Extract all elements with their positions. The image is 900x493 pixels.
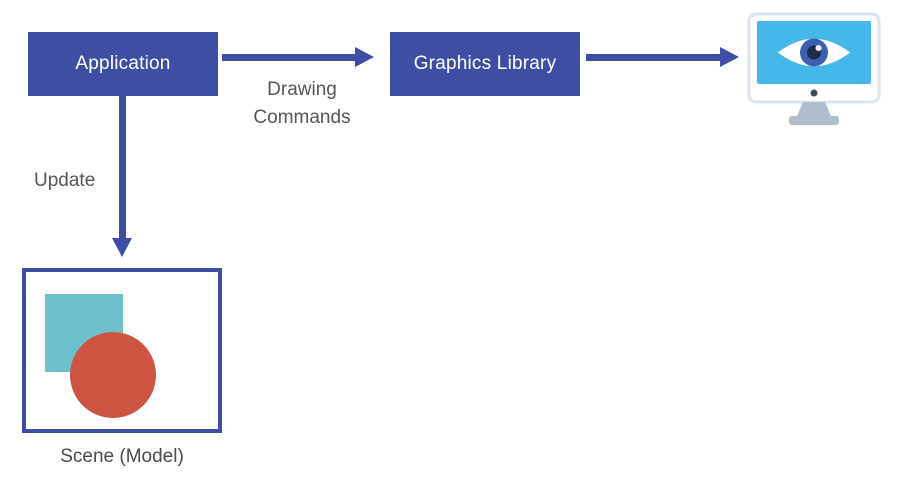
update-label: Update [34, 170, 96, 191]
drawing-commands-label: Drawing Commands [253, 79, 351, 128]
arrow-head-icon [112, 238, 132, 257]
arrow-head-icon [720, 47, 739, 67]
monitor-eye-icon [747, 12, 881, 125]
arrow-head-icon [355, 47, 374, 67]
monitor-stand-neck [797, 102, 831, 116]
eye-highlight-icon [815, 45, 822, 51]
application-node: Application [28, 32, 218, 96]
monitor-power-dot [810, 89, 818, 97]
scene-caption: Scene (Model) [60, 446, 184, 467]
monitor-stand-base [789, 116, 839, 125]
scene-red-circle [70, 332, 156, 418]
graphics-library-node: Graphics Library [390, 32, 580, 96]
arrow-shaft [119, 96, 126, 239]
arrow-shaft [222, 54, 356, 61]
arrow-shaft [586, 54, 721, 61]
